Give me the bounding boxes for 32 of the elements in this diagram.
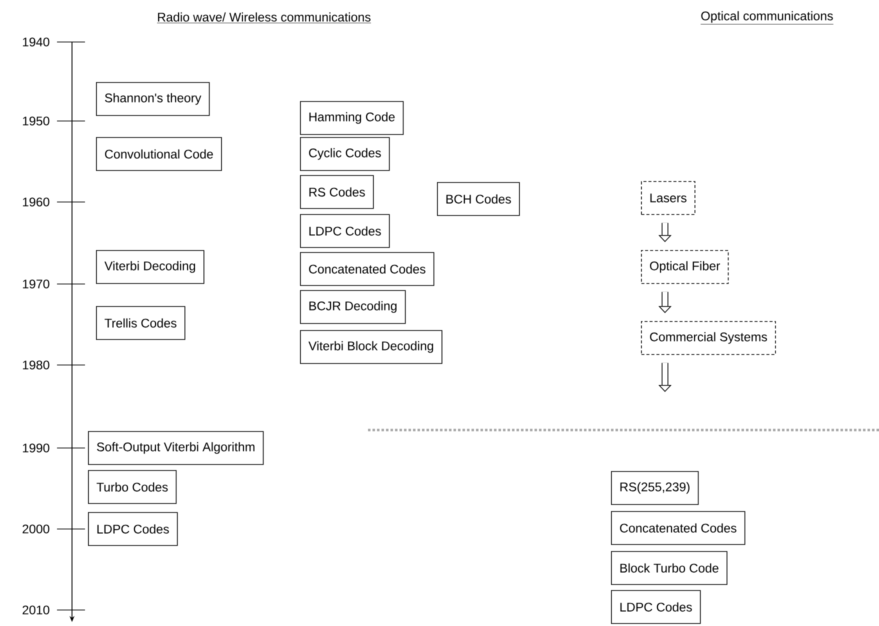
- event-box: BCH Codes: [437, 182, 520, 216]
- event-box: Soft-Output Viterbi Algorithm: [88, 431, 264, 465]
- event-box: RS Codes: [300, 175, 374, 209]
- event-box: Viterbi Decoding: [96, 250, 204, 284]
- event-box: Block Turbo Code: [611, 551, 728, 585]
- year-label: 2010: [22, 606, 50, 614]
- dashed-box: Lasers: [641, 181, 696, 215]
- event-box: BCJR Decoding: [300, 290, 406, 324]
- year-label: 1990: [22, 444, 50, 452]
- event-box: Hamming Code: [300, 101, 404, 135]
- event-box: LDPC Codes: [300, 214, 390, 248]
- event-box: Trellis Codes: [96, 306, 186, 340]
- year-label: 1960: [22, 198, 50, 206]
- event-box: Concatenated Codes: [300, 252, 434, 286]
- event-box: Concatenated Codes: [611, 511, 746, 545]
- event-box: Cyclic Codes: [300, 137, 390, 171]
- event-box: Turbo Codes: [88, 470, 177, 504]
- event-box: Viterbi Block Decoding: [300, 330, 442, 364]
- year-label: 1940: [22, 38, 50, 46]
- event-box: Convolutional Code: [96, 137, 222, 171]
- event-box: LDPC Codes: [88, 512, 178, 546]
- column-heading: Optical communications: [700, 11, 834, 24]
- dashed-box: Commercial Systems: [641, 321, 776, 355]
- dashed-box: Optical Fiber: [641, 250, 729, 284]
- year-label: 2000: [22, 524, 50, 534]
- event-box: RS(255,239): [611, 471, 699, 505]
- event-box: Shannon's theory: [96, 82, 210, 116]
- column-heading: Radio wave/ Wireless communications: [156, 12, 372, 24]
- year-label: 1950: [22, 116, 50, 126]
- year-label: 1980: [22, 360, 50, 370]
- event-box: LDPC Codes: [611, 590, 701, 624]
- year-label: 1970: [22, 280, 50, 288]
